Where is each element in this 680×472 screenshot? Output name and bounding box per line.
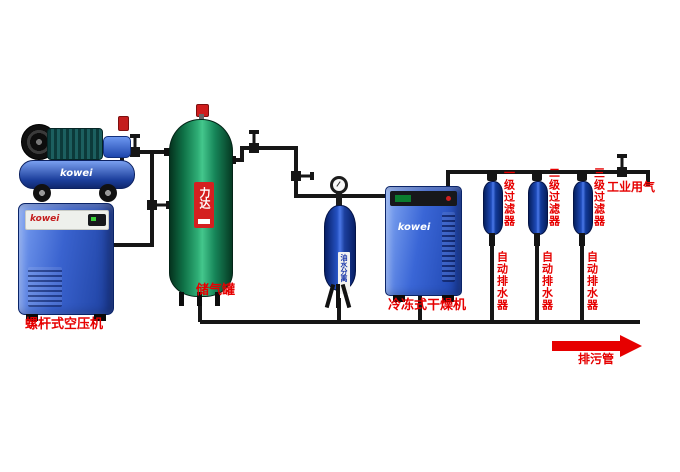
valve-stem: [199, 114, 204, 120]
label-drain-pipe: 排污管: [578, 352, 615, 366]
motor: [103, 136, 131, 158]
valve-1: [130, 134, 140, 157]
foot: [94, 314, 106, 321]
piston-compressor: kowei: [15, 112, 140, 207]
brand-badge: 力达: [194, 182, 214, 228]
pipe-dryer-to-outlet: [446, 170, 650, 192]
label-filter-3: 三级过滤器: [592, 167, 606, 227]
filter-bowl: [573, 181, 593, 235]
control-display: [88, 214, 106, 226]
label-industrial-air: 工业用气: [607, 180, 656, 194]
label-auto-drain-3: 自动排水器: [585, 251, 599, 311]
filter-drain-fitting: [579, 233, 585, 246]
tank-shell: 力达: [169, 119, 233, 297]
wheel: [99, 184, 117, 202]
filter-stage-3: [573, 170, 593, 246]
compressor-head: [47, 128, 103, 160]
strip-text: 油水分离: [340, 254, 348, 282]
separator-shell: 油水分离: [324, 205, 356, 294]
filter-drain-fitting: [534, 233, 540, 246]
wheel: [33, 184, 51, 202]
label-screw-compressor: 螺杆式空压机: [25, 317, 104, 332]
screw-compressor: kowei: [18, 203, 114, 321]
valve-3: [249, 130, 259, 153]
pressure-gauge: [330, 176, 348, 194]
intake-filter: [118, 116, 129, 131]
label-auto-drain-2: 自动排水器: [540, 251, 554, 311]
label-filter-1: 一级过滤器: [502, 167, 516, 227]
label-storage-tank: 储气罐: [196, 283, 236, 298]
front-panel: kowei: [25, 210, 109, 230]
tank-leg: [179, 292, 184, 306]
valve-4: [291, 171, 314, 181]
filter-drain-fitting: [489, 233, 495, 246]
filter-stage-2: [528, 170, 548, 246]
inlet-nozzle: [164, 148, 171, 156]
label-dryer: 冷冻式干燥机: [388, 298, 467, 313]
brand-logo: kowei: [397, 222, 431, 233]
oil-water-separator: 油水分离: [320, 176, 364, 309]
pipe-tank-to-dryer: [228, 146, 388, 198]
label-auto-drain-1: 自动排水器: [495, 251, 509, 311]
vent-grille: [442, 212, 455, 282]
name-strip: 油水分离: [338, 252, 350, 294]
filter-head: [532, 170, 542, 181]
tank-leg: [197, 292, 202, 306]
filter-stage-1: [483, 170, 503, 246]
filter-head: [487, 170, 497, 181]
refrigerated-dryer: kowei: [385, 186, 462, 302]
foot: [26, 314, 38, 321]
dryer-display-panel: [390, 191, 457, 206]
pipe-screw-branch: [112, 152, 154, 247]
separator-leg: [336, 284, 340, 308]
filter-head: [577, 170, 587, 181]
air-storage-tank: 力达: [164, 104, 236, 306]
drain-flow-arrow: [552, 335, 642, 357]
brand-logo: kowei: [30, 214, 60, 224]
tank-leg: [215, 292, 220, 306]
separator-leg: [324, 283, 336, 309]
brand-logo: kowei: [60, 168, 93, 179]
valve-2: [147, 200, 170, 210]
badge-text: 力达: [198, 187, 211, 209]
filter-bowl: [483, 181, 503, 235]
gauge-stem: [336, 193, 342, 206]
foot: [393, 295, 405, 302]
foot: [442, 295, 454, 302]
valve-5: [617, 154, 627, 177]
vent-grille: [28, 267, 62, 307]
label-filter-2: 二级过滤器: [547, 167, 561, 227]
filter-bowl: [528, 181, 548, 235]
